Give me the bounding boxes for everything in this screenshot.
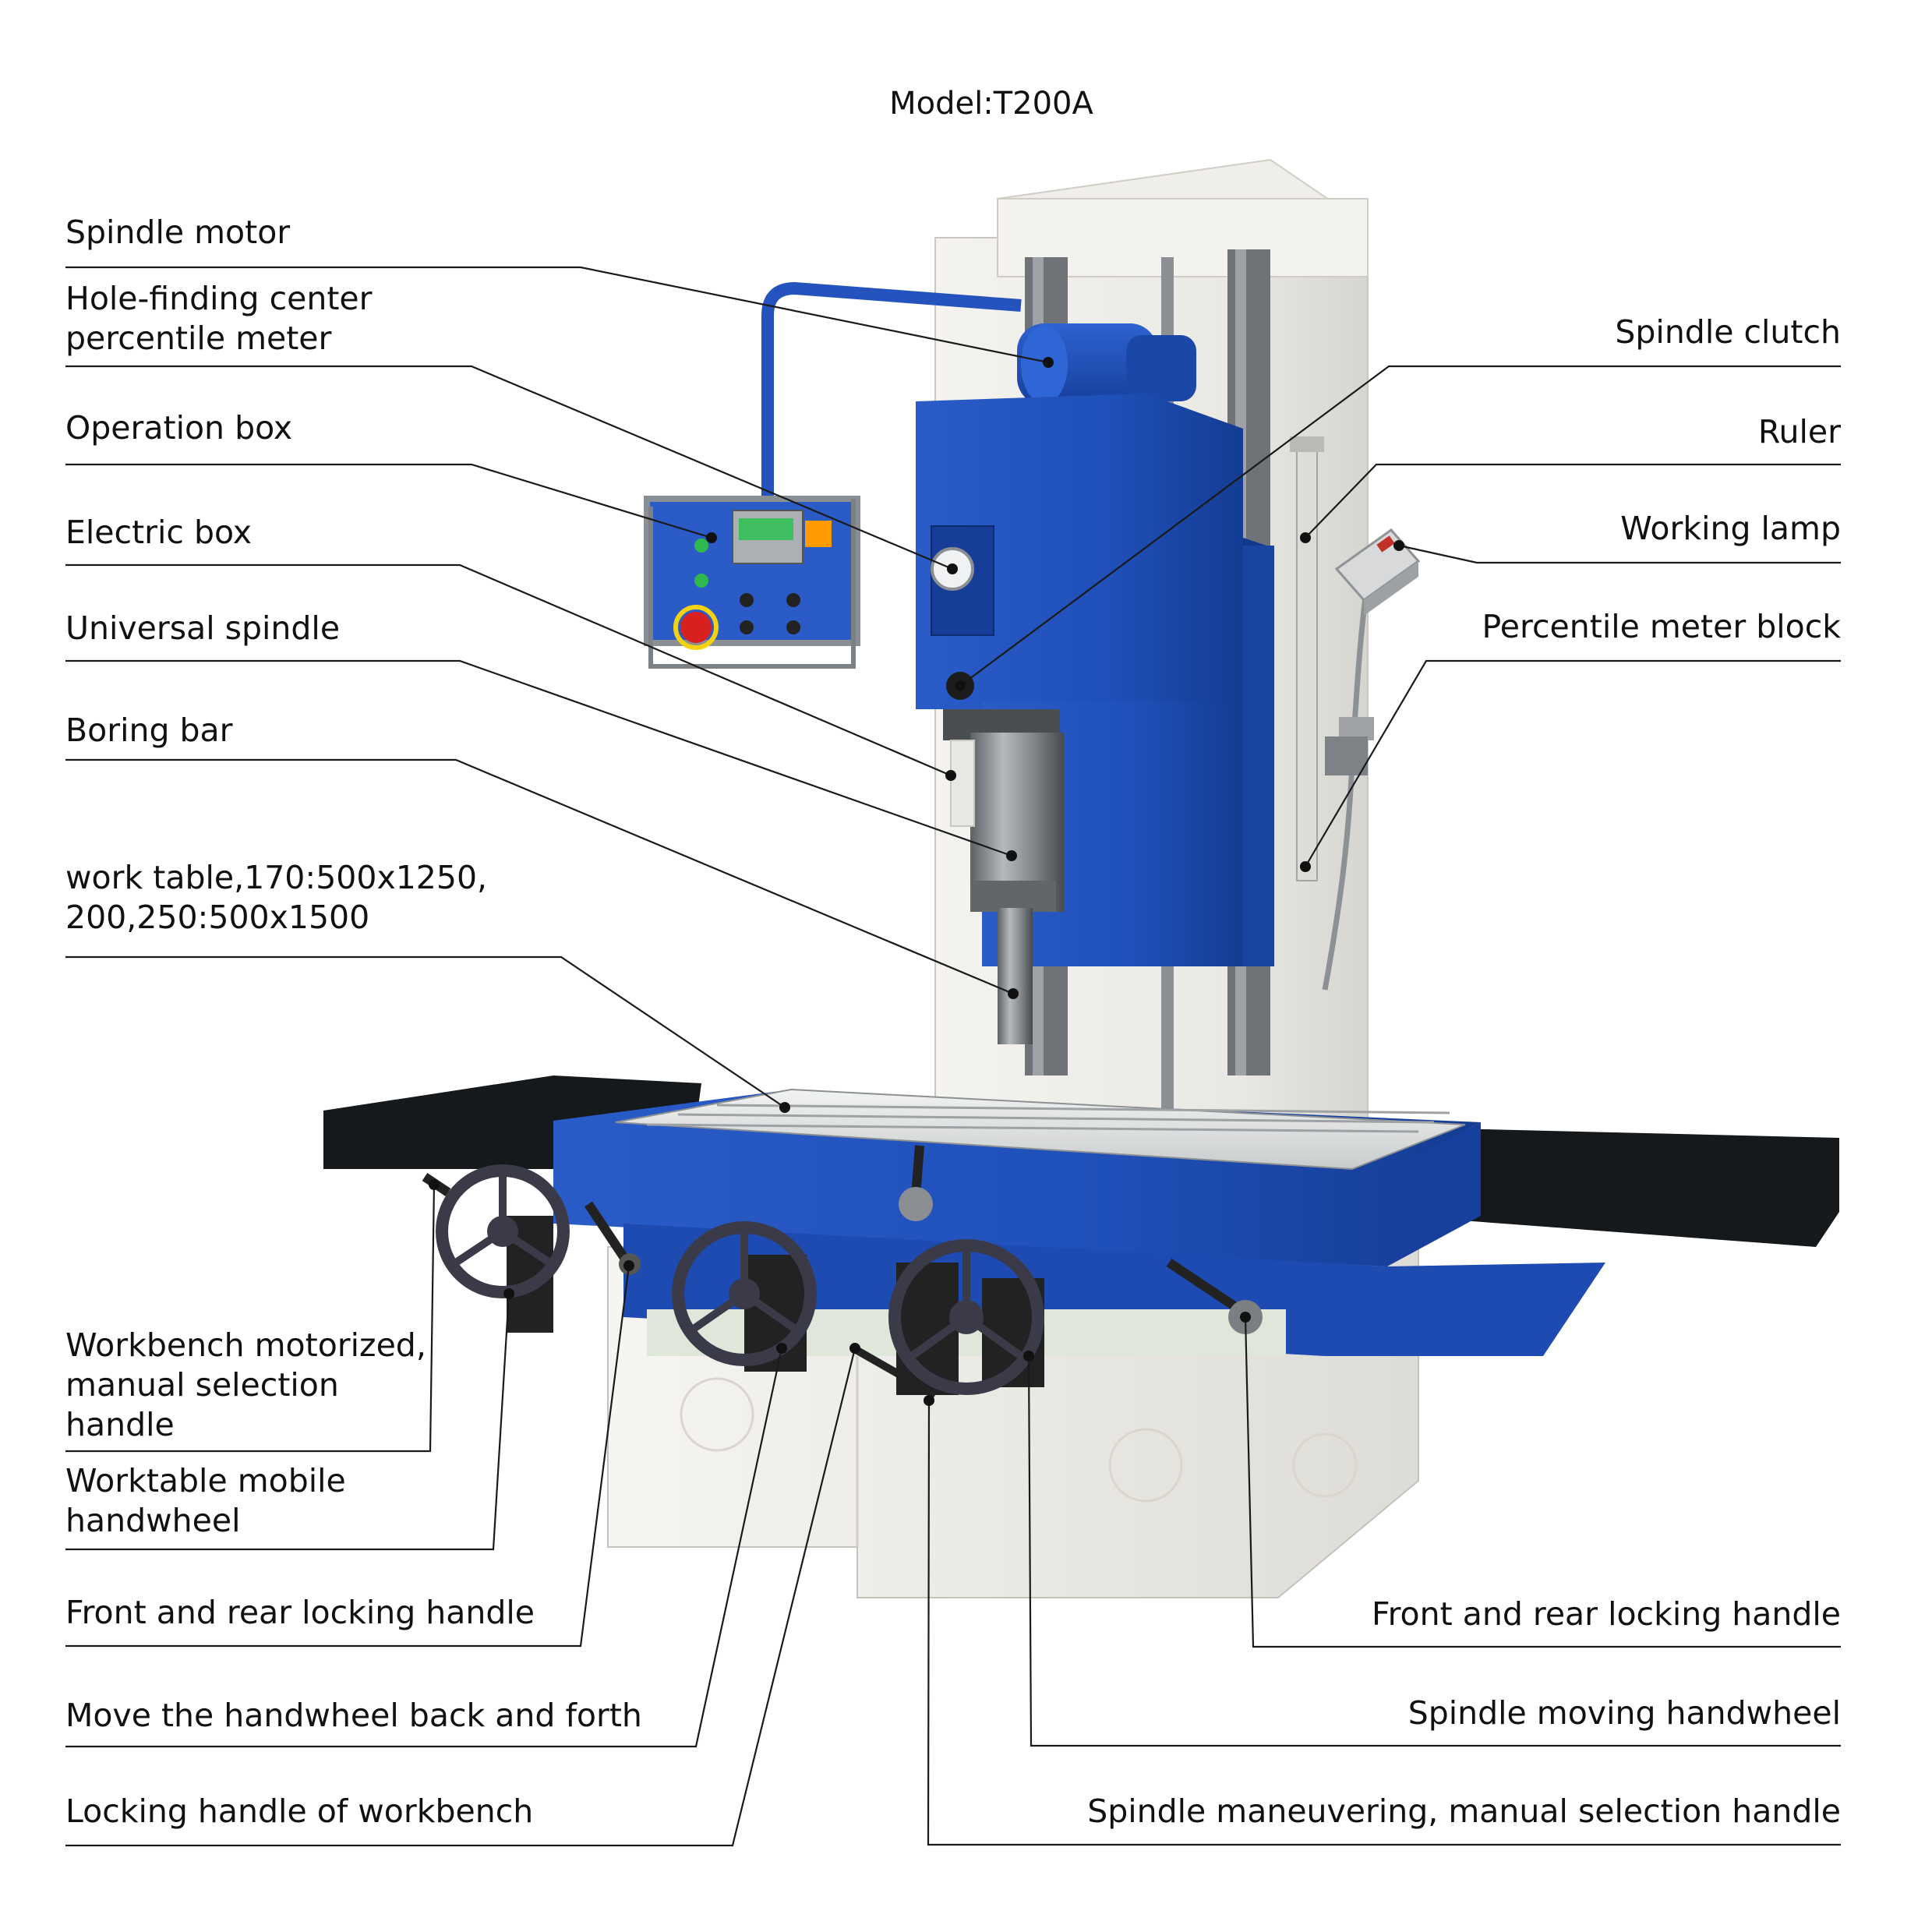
label-text-front-rear-locking-right: Front and rear locking handle bbox=[1372, 1595, 1841, 1633]
label-text-hole-finding-meter: Hole-finding center bbox=[65, 280, 373, 317]
label-operation-box: Operation box bbox=[65, 409, 292, 447]
label-text-spindle-motor: Spindle motor bbox=[65, 214, 290, 251]
label-workbench-selection-handle: Workbench motorized, manual selectionhan… bbox=[65, 1326, 426, 1443]
label-text-work-table: work table,170:500x1250, bbox=[65, 859, 487, 896]
label-text-workbench-selection-handle: Workbench motorized, bbox=[65, 1326, 426, 1364]
label-text-workbench-selection-handle: manual selection bbox=[65, 1366, 339, 1404]
leader-dot-working-lamp bbox=[1393, 540, 1404, 551]
leader-line-hole-finding-meter bbox=[65, 365, 953, 570]
leader-line-workbench-locking-handle bbox=[65, 1347, 857, 1847]
label-text-electric-box: Electric box bbox=[65, 514, 252, 551]
leader-dot-ruler bbox=[1300, 532, 1311, 543]
handwheel-right bbox=[888, 1239, 1044, 1395]
label-text-hole-finding-meter: percentile meter bbox=[65, 320, 332, 357]
label-text-work-table: 200,250:500x1500 bbox=[65, 899, 369, 936]
label-text-percentile-meter-block: Percentile meter block bbox=[1482, 608, 1842, 645]
leader-dot-worktable-handwheel bbox=[503, 1288, 514, 1299]
leader-dot-work-table bbox=[779, 1102, 790, 1113]
spindle-assembly bbox=[943, 709, 1064, 1044]
label-spindle-motor: Spindle motor bbox=[65, 214, 290, 251]
label-work-table: work table,170:500x1250,200,250:500x1500 bbox=[65, 859, 487, 936]
leader-line-spindle-clutch bbox=[959, 365, 1841, 687]
label-text-spindle-selection-handle: Spindle maneuvering, manual selection ha… bbox=[1087, 1792, 1841, 1830]
leader-lines bbox=[65, 266, 1841, 1847]
label-spindle-clutch: Spindle clutch bbox=[1615, 313, 1841, 351]
leader-dot-front-rear-locking-right bbox=[1240, 1312, 1251, 1323]
label-electric-box: Electric box bbox=[65, 514, 252, 551]
label-text-worktable-handwheel: handwheel bbox=[65, 1502, 240, 1539]
label-spindle-moving-handwheel: Spindle moving handwheel bbox=[1408, 1694, 1841, 1732]
handwheel-middle bbox=[672, 1221, 817, 1366]
handwheels-illustration bbox=[422, 1145, 1263, 1399]
label-text-ruler: Ruler bbox=[1758, 413, 1841, 450]
leader-dot-percentile-meter-block bbox=[1300, 861, 1311, 872]
leader-dot-electric-box bbox=[945, 770, 956, 781]
leader-dot-move-handwheel bbox=[776, 1343, 787, 1354]
label-text-spindle-moving-handwheel: Spindle moving handwheel bbox=[1408, 1694, 1841, 1732]
leader-line-working-lamp bbox=[1398, 544, 1841, 564]
operation-box-illustration bbox=[644, 281, 1022, 669]
label-text-spindle-clutch: Spindle clutch bbox=[1615, 313, 1841, 351]
leader-dot-hole-finding-meter bbox=[947, 563, 958, 574]
label-text-front-rear-locking-left: Front and rear locking handle bbox=[65, 1594, 535, 1631]
leader-line-work-table bbox=[65, 955, 786, 1108]
leader-line-workbench-selection-handle bbox=[65, 1184, 436, 1453]
label-move-handwheel: Move the handwheel back and forth bbox=[65, 1697, 642, 1734]
handwheel-left bbox=[422, 1164, 570, 1298]
label-text-working-lamp: Working lamp bbox=[1620, 510, 1841, 547]
leader-dot-spindle-clutch bbox=[955, 680, 966, 691]
leader-dot-spindle-motor bbox=[1043, 357, 1054, 368]
spindle-box bbox=[916, 394, 1274, 966]
label-front-rear-locking-left: Front and rear locking handle bbox=[65, 1594, 535, 1631]
leader-line-percentile-meter-block bbox=[1305, 659, 1841, 867]
leader-line-boring-bar bbox=[65, 758, 1014, 995]
leader-line-worktable-handwheel bbox=[65, 1293, 510, 1551]
diagram-title: Model:T200A bbox=[889, 86, 1093, 122]
leader-line-spindle-moving-handwheel bbox=[1027, 1355, 1841, 1747]
leader-line-spindle-selection-handle bbox=[927, 1400, 1841, 1846]
label-text-universal-spindle: Universal spindle bbox=[65, 609, 340, 647]
leader-dot-operation-box bbox=[706, 532, 717, 543]
label-front-rear-locking-right: Front and rear locking handle bbox=[1372, 1595, 1841, 1633]
boring-machine-illustration bbox=[323, 158, 1839, 1598]
leader-line-move-handwheel bbox=[65, 1347, 783, 1748]
label-workbench-locking-handle: Locking handle of workbench bbox=[65, 1792, 533, 1830]
leader-dot-workbench-selection-handle bbox=[429, 1179, 440, 1190]
leader-line-electric-box bbox=[65, 563, 952, 777]
label-boring-bar: Boring bar bbox=[65, 712, 233, 749]
leader-dot-spindle-moving-handwheel bbox=[1023, 1351, 1034, 1362]
label-ruler: Ruler bbox=[1758, 413, 1841, 450]
label-text-operation-box: Operation box bbox=[65, 409, 292, 447]
leader-line-front-rear-locking-right bbox=[1244, 1316, 1841, 1648]
label-working-lamp: Working lamp bbox=[1620, 510, 1841, 547]
ruler-scale bbox=[1290, 436, 1324, 881]
label-text-workbench-selection-handle: handle bbox=[65, 1406, 175, 1443]
leader-line-operation-box bbox=[65, 463, 712, 539]
label-spindle-selection-handle: Spindle maneuvering, manual selection ha… bbox=[1087, 1792, 1841, 1830]
label-text-worktable-handwheel: Worktable mobile bbox=[65, 1462, 346, 1499]
label-text-move-handwheel: Move the handwheel back and forth bbox=[65, 1697, 642, 1734]
leader-line-front-rear-locking-left bbox=[65, 1265, 630, 1648]
label-universal-spindle: Universal spindle bbox=[65, 609, 340, 647]
worktable-illustration bbox=[323, 1075, 1839, 1395]
leader-dot-boring-bar bbox=[1008, 988, 1019, 999]
label-text-workbench-locking-handle: Locking handle of workbench bbox=[65, 1792, 533, 1830]
leader-line-universal-spindle bbox=[65, 659, 1012, 857]
leader-line-spindle-motor bbox=[65, 266, 1049, 364]
label-text-boring-bar: Boring bar bbox=[65, 712, 233, 749]
label-percentile-meter-block: Percentile meter block bbox=[1482, 608, 1842, 645]
leader-dot-front-rear-locking-left bbox=[623, 1260, 634, 1271]
leader-line-ruler bbox=[1305, 463, 1841, 539]
leader-dot-spindle-selection-handle bbox=[924, 1395, 934, 1406]
leader-dot-workbench-locking-handle bbox=[849, 1343, 860, 1354]
leader-dot-universal-spindle bbox=[1006, 850, 1017, 861]
